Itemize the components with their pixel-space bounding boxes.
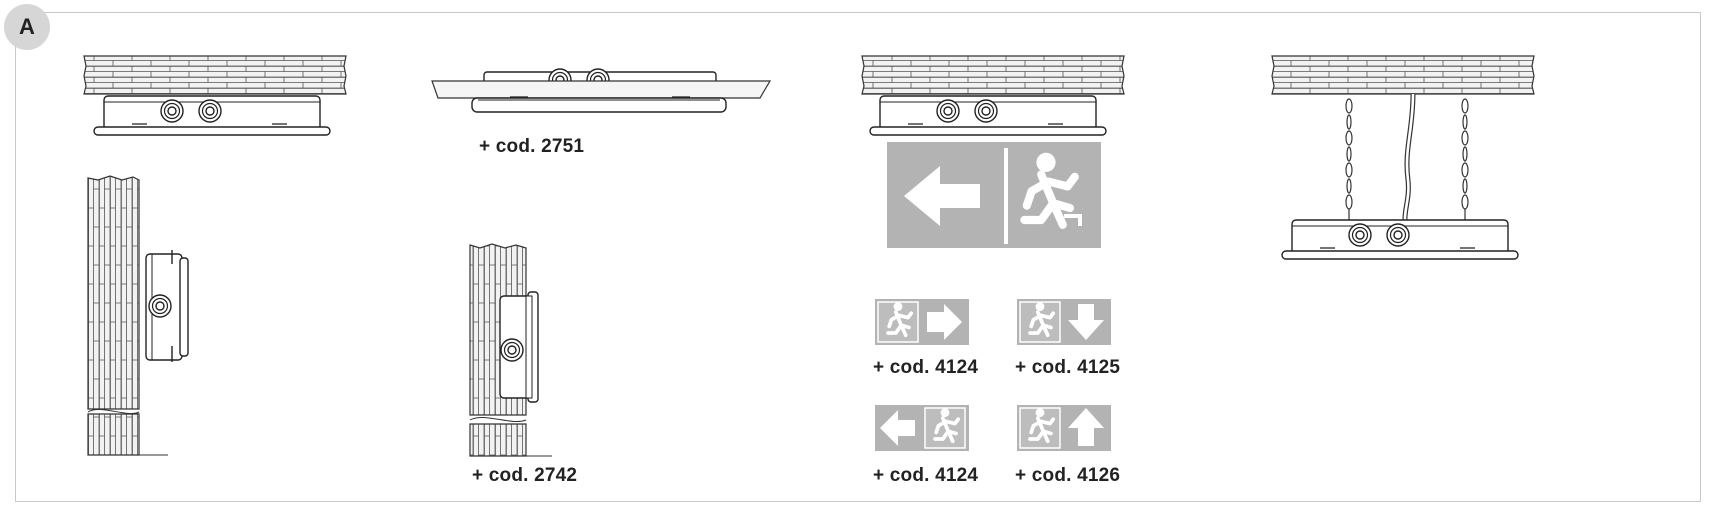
sign-right	[875, 299, 969, 345]
sign-down	[1017, 299, 1111, 345]
code-label-sign-right: + cod. 4124	[873, 357, 979, 378]
code-label-sign-up: + cod. 4126	[1015, 465, 1121, 486]
suspended-mount-diagram	[1271, 55, 1535, 259]
wall-mount-diagram	[87, 175, 189, 456]
sign-left	[875, 405, 969, 451]
ceiling-mount-diagram	[83, 55, 347, 135]
section-badge: A	[4, 4, 50, 50]
arrow-right-icon	[927, 304, 962, 340]
wall-bracket-diagram	[469, 243, 552, 457]
arrow-up-icon	[1068, 408, 1104, 446]
code-label-wall-bracket: + cod. 2742	[472, 465, 578, 486]
code-label-recessed: + cod. 2751	[479, 136, 585, 157]
arrow-left-icon	[904, 166, 980, 226]
figure-frame	[15, 12, 1701, 502]
arrow-left-icon	[880, 410, 915, 446]
recessed-mount-diagram	[431, 68, 772, 113]
code-label-sign-left: + cod. 4124	[873, 465, 979, 486]
ceiling-sign-diagram	[861, 55, 1125, 248]
arrow-down-icon	[1068, 304, 1104, 340]
code-label-sign-down: + cod. 4125	[1015, 357, 1121, 378]
sign-up	[1017, 405, 1111, 451]
